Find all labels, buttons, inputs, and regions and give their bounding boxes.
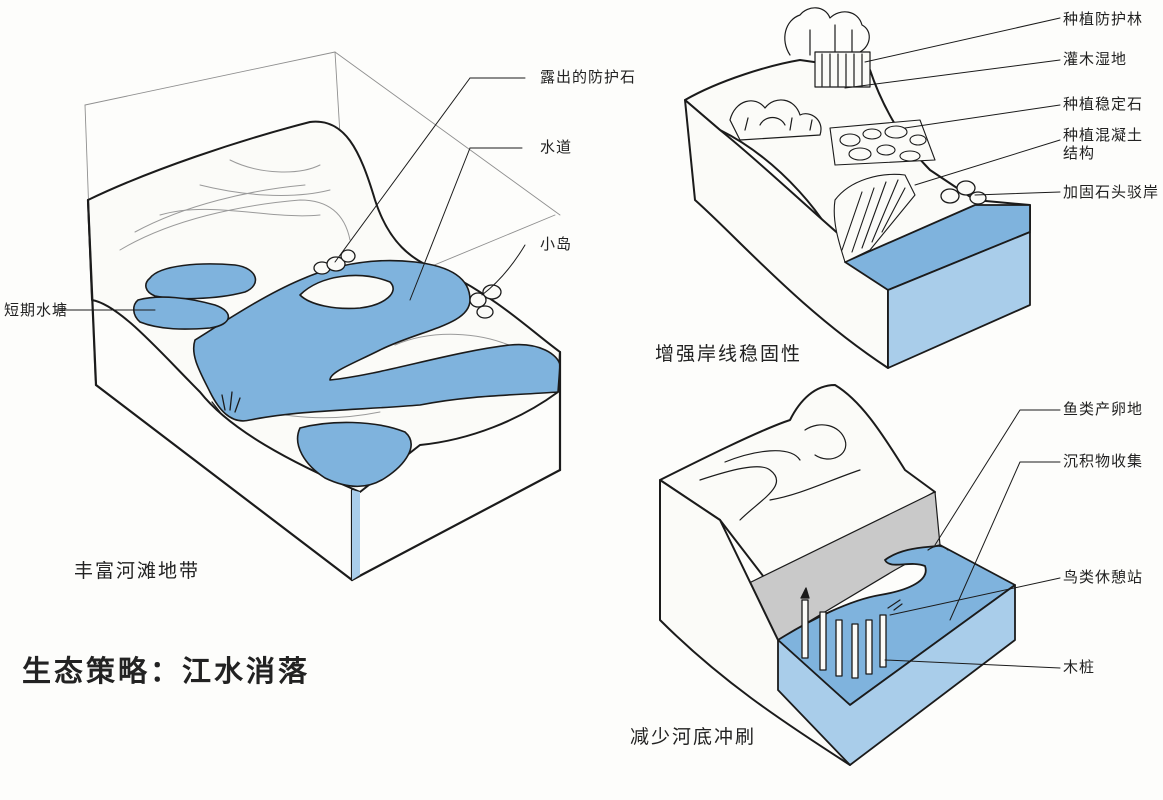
label-planted-concrete: 种植混凝土结构 bbox=[1063, 126, 1144, 162]
label-exposed-riprap: 露出的防护石 bbox=[540, 68, 637, 86]
label-seasonal-pond: 短期水塘 bbox=[4, 301, 69, 319]
label-reinforced-boulders: 加固石头驳岸 bbox=[1063, 183, 1160, 201]
panel-c-caption: 减少河底冲刷 bbox=[630, 726, 757, 748]
panel-a-pond-upper bbox=[145, 263, 257, 300]
panel-a-islet bbox=[299, 274, 394, 310]
panel-b-planted-concrete bbox=[833, 173, 916, 263]
label-windbreak: 种植防护林 bbox=[1063, 10, 1144, 28]
panel-c-timber-piles bbox=[800, 587, 887, 679]
label-islet: 小岛 bbox=[540, 235, 573, 253]
panel-a-riprap bbox=[313, 249, 502, 319]
panel-b-windbreak bbox=[784, 7, 871, 88]
panel-a-block bbox=[84, 51, 562, 582]
panel-a-pond-left bbox=[132, 296, 230, 330]
panel-b-shrubs bbox=[729, 99, 822, 141]
panel-b-caption: 增强岸线稳固性 bbox=[655, 343, 803, 365]
panel-c-contours bbox=[699, 424, 861, 521]
panel-a-caption: 丰富河滩地带 bbox=[74, 560, 201, 582]
panel-a-grass-tuft bbox=[211, 391, 241, 413]
panel-a-water bbox=[132, 259, 561, 488]
panel-c-water-side bbox=[777, 584, 1016, 766]
label-channel: 水道 bbox=[540, 138, 573, 156]
panel-b-water-side bbox=[887, 231, 1031, 369]
panel-c-block bbox=[659, 384, 1016, 766]
label-bird-perch: 鸟类休憩站 bbox=[1063, 568, 1144, 586]
panel-a-channel bbox=[192, 259, 561, 422]
panel-b-planted-stones bbox=[829, 119, 936, 166]
leader-lines bbox=[54, 17, 1061, 669]
panel-c-fauna bbox=[887, 545, 949, 611]
label-planted-stones: 种植稳定石 bbox=[1063, 95, 1144, 113]
panel-b-water-top bbox=[844, 204, 1031, 291]
label-fish-spawning: 鱼类产卵地 bbox=[1063, 400, 1144, 418]
panel-a-water-side bbox=[352, 490, 360, 580]
panel-a-water-front bbox=[296, 421, 412, 488]
main-title: 生态策略：江水消落 bbox=[22, 654, 311, 688]
label-timber-piles: 木桩 bbox=[1063, 658, 1096, 676]
panel-b-block bbox=[684, 7, 1031, 369]
panel-c-terrain-top bbox=[659, 384, 936, 586]
label-shrub-wetland: 灌木湿地 bbox=[1063, 50, 1128, 68]
label-sediment-deposit: 沉积物收集 bbox=[1063, 452, 1144, 470]
